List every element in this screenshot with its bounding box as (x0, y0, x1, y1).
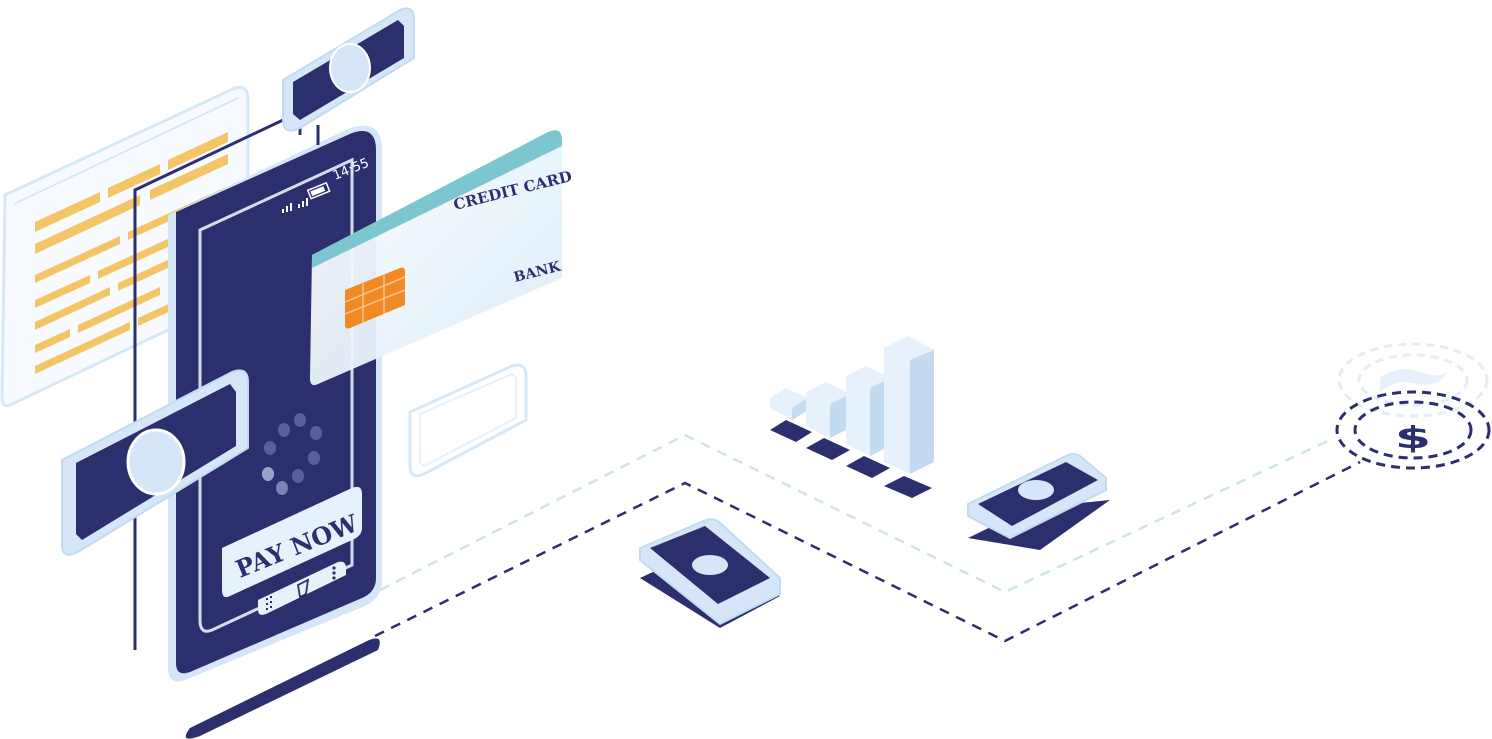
payment-path-light (379, 433, 1331, 594)
signal-icon (282, 198, 308, 213)
phone-shadow (185, 638, 380, 739)
card-chip-icon (344, 267, 406, 329)
battery-icon (306, 181, 331, 200)
banknote-top (282, 7, 415, 132)
basket-icon[interactable] (297, 578, 310, 599)
banknote-left (61, 369, 249, 556)
more-options-icon[interactable] (332, 566, 336, 580)
dollar-coin-ghost (1337, 342, 1489, 418)
keypad-icon[interactable] (266, 596, 272, 610)
bar-chart-icon (770, 336, 934, 498)
banknote-right (967, 453, 1110, 550)
loading-spinner-icon (262, 413, 322, 495)
banknote-middle (639, 518, 781, 628)
dollar-coin-icon: $ (1335, 390, 1491, 470)
phone-bottom-bar (258, 561, 346, 615)
dollar-symbol: $ (1395, 421, 1431, 456)
empty-card-frame (408, 363, 528, 478)
credit-card: CREDIT CARD BANK (310, 130, 574, 386)
payment-path-dark (374, 460, 1361, 643)
